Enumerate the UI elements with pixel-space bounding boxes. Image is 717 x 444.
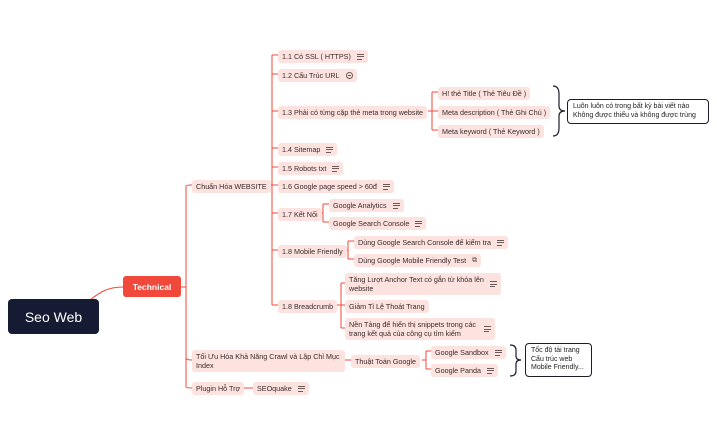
item-label: 1.5 Robots txt — [282, 164, 327, 173]
item-label: Dùng Google Mobile Friendly Test — [358, 256, 467, 265]
item-label: Thuật Toán Google — [355, 357, 417, 366]
item-label: Google Sandbox — [435, 348, 489, 357]
breadcrumb-bounce-rate[interactable]: Giảm Tỉ Lệ Thoát Trang — [345, 300, 429, 313]
item-label: 1.4 Sitemap — [282, 145, 321, 154]
item-1-8-mobile-friendly[interactable]: 1.8 Mobile Friendly — [278, 245, 347, 258]
note-icon[interactable] — [497, 239, 505, 246]
branch-label: Plugin Hỗ Trợ — [196, 384, 241, 393]
item-1-8-breadcrumb[interactable]: 1.8 Breadcrumb — [278, 300, 338, 313]
note-icon[interactable] — [332, 165, 340, 172]
mobile-gsc-check[interactable]: Dùng Google Search Console để kiểm tra — [354, 236, 509, 249]
breadcrumb-anchor-text[interactable]: Tăng Lượt Anchor Text có gắn từ khóa lên… — [345, 273, 501, 295]
item-label: Google Search Console — [333, 219, 410, 228]
note-icon[interactable] — [326, 146, 334, 153]
item-label: SEOquake — [257, 384, 292, 393]
external-link-icon[interactable]: ⧉ — [472, 257, 478, 264]
meta-keyword[interactable]: Meta keyword ( Thẻ Keyword ) — [438, 125, 544, 138]
branch-plugin-ho-tro[interactable]: Plugin Hỗ Trợ — [192, 382, 245, 395]
item-1-4-sitemap[interactable]: 1.4 Sitemap — [278, 143, 338, 156]
technical-node[interactable]: Technical — [123, 276, 181, 297]
google-analytics[interactable]: Google Analytics — [329, 199, 404, 212]
item-1-2-url[interactable]: 1.2 Cấu Trúc URL — [278, 69, 357, 82]
meta-summary-brace — [552, 85, 566, 137]
meta-summary[interactable]: Luôn luôn có trong bất kỳ bài viết nào K… — [567, 99, 709, 124]
item-label: Nền Tảng để hiển thị snippets trong các … — [349, 320, 476, 338]
item-1-5-robots[interactable]: 1.5 Robots txt — [278, 162, 344, 175]
breadcrumb-snippets[interactable]: Nền Tảng để hiển thị snippets trong các … — [345, 318, 495, 340]
note-icon[interactable] — [382, 183, 390, 190]
google-search-console[interactable]: Google Search Console — [329, 217, 427, 230]
item-label: Meta keyword ( Thẻ Keyword ) — [442, 127, 540, 136]
note-icon[interactable] — [490, 281, 497, 287]
meta-title[interactable]: H! thẻ Title ( Thẻ Tiêu Đề ) — [438, 87, 531, 100]
item-1-7-ket-noi[interactable]: 1.7 Kết Nối — [278, 208, 322, 221]
item-label: Tăng Lượt Anchor Text có gắn từ khóa lên… — [349, 275, 484, 293]
branch-label: Chuẩn Hóa WEBSITE — [196, 182, 267, 191]
item-label: 1.7 Kết Nối — [282, 210, 318, 219]
collapse-icon[interactable] — [345, 72, 353, 79]
root-node[interactable]: Seo Web — [8, 299, 99, 334]
item-label: 1.3 Phải có từng cặp thẻ meta trong webs… — [282, 108, 424, 117]
item-label: Giảm Tỉ Lệ Thoát Trang — [349, 302, 425, 311]
note-icon[interactable] — [415, 220, 423, 227]
branch-chuan-hoa-website[interactable]: Chuẩn Hóa WEBSITE — [192, 180, 271, 193]
item-label: Dùng Google Search Console để kiểm tra — [358, 238, 492, 247]
item-label: H! thẻ Title ( Thẻ Tiêu Đề ) — [442, 89, 527, 98]
item-label: 1.6 Google page speed > 60đ — [282, 182, 377, 191]
note-icon[interactable] — [297, 385, 305, 392]
google-algorithm[interactable]: Thuật Toán Google — [351, 355, 421, 368]
item-1-1-ssl[interactable]: 1.1 Có SSL ( HTTPS) — [278, 50, 368, 63]
item-1-6-page-speed[interactable]: 1.6 Google page speed > 60đ — [278, 180, 394, 193]
note-icon[interactable] — [494, 349, 502, 356]
item-label: 1.8 Mobile Friendly — [282, 247, 343, 256]
google-sandbox[interactable]: Google Sandbox — [431, 346, 506, 359]
item-label: 1.8 Breadcrumb — [282, 302, 334, 311]
mobile-friendly-test[interactable]: Dùng Google Mobile Friendly Test ⧉ — [354, 254, 482, 267]
note-icon[interactable] — [486, 367, 494, 374]
item-1-3-meta[interactable]: 1.3 Phải có từng cặp thẻ meta trong webs… — [278, 106, 428, 119]
branch-label: Tối Ưu Hóa Khả Năng Crawl và Lập Chỉ Mục… — [196, 352, 340, 370]
item-label: Meta description ( Thẻ Ghi Chú ) — [442, 108, 547, 117]
item-label: Google Panda — [435, 366, 481, 375]
meta-description[interactable]: Meta description ( Thẻ Ghi Chú ) — [438, 106, 551, 119]
item-label: Google Analytics — [333, 201, 387, 210]
seoquake[interactable]: SEOquake — [253, 382, 309, 395]
branch-toi-uu-crawl[interactable]: Tối Ưu Hóa Khả Năng Crawl và Lập Chỉ Mục… — [192, 350, 345, 372]
algo-summary[interactable]: Tốc độ tải trang Cấu trúc web Mobile Fri… — [525, 343, 592, 377]
item-label: 1.2 Cấu Trúc URL — [282, 71, 340, 80]
algo-summary-brace — [509, 344, 522, 377]
note-icon[interactable] — [356, 53, 364, 60]
google-panda[interactable]: Google Panda — [431, 364, 498, 377]
note-icon[interactable] — [392, 202, 400, 209]
note-icon[interactable] — [484, 326, 491, 332]
item-label: 1.1 Có SSL ( HTTPS) — [282, 52, 351, 61]
